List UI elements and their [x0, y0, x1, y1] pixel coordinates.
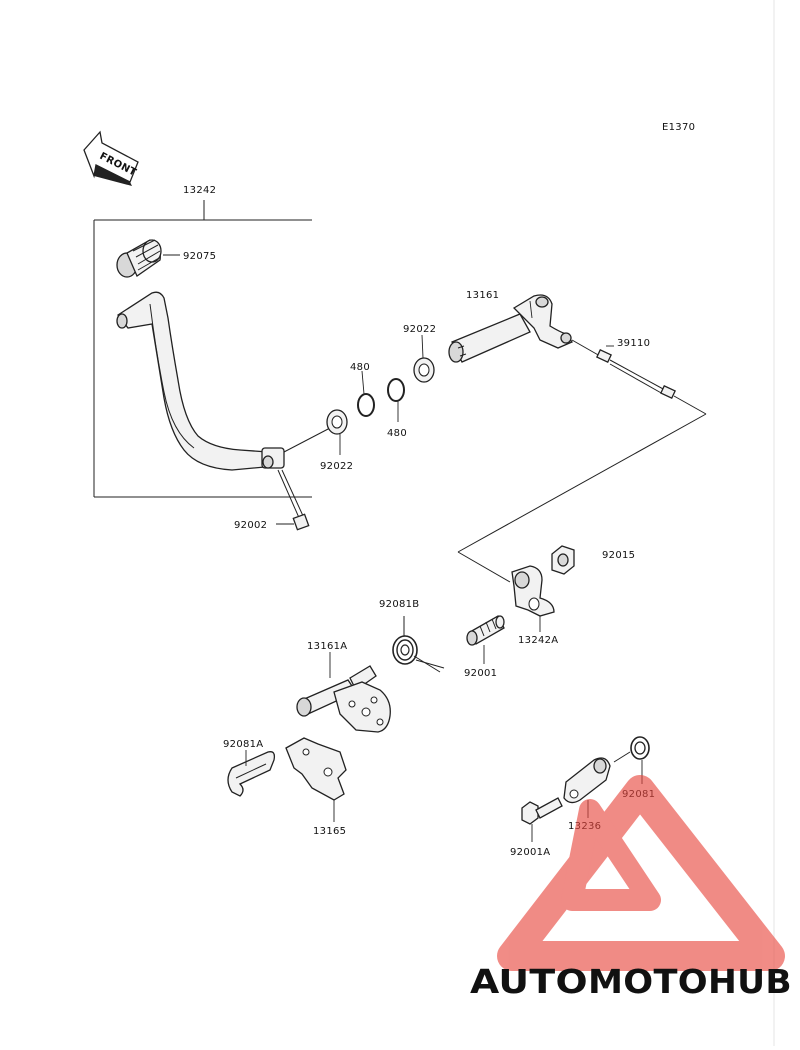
label-92002: 92002: [234, 520, 267, 531]
bolt-92001A: [521, 797, 563, 825]
label-480-b: 480: [387, 428, 407, 439]
circlip-480-a: [357, 393, 375, 417]
watermark-word-2: MOTO: [588, 962, 708, 1001]
guide-92081A: [227, 751, 276, 797]
shift-pedal: [116, 291, 285, 471]
label-92001: 92001: [464, 668, 497, 679]
nut-92015: [551, 545, 575, 575]
front-arrow-icon: FRONT: [83, 130, 139, 186]
label-13165: 13165: [313, 826, 346, 837]
washer-92022-lower: [326, 409, 348, 435]
part-labels: 13242 92075 13161 92022 39110 480 480 92…: [183, 185, 655, 858]
spring-92081B: [392, 616, 445, 673]
label-92081A: 92081A: [223, 739, 263, 750]
guide-line: [457, 413, 707, 553]
circlip-480-b: [387, 378, 405, 402]
label-480-a: 480: [350, 362, 370, 373]
label-92075: 92075: [183, 251, 216, 262]
diagram-code: E1370: [662, 122, 695, 133]
bolt-92002: [277, 469, 310, 531]
label-92015: 92015: [602, 550, 635, 561]
shift-shaft-13161: [448, 294, 574, 363]
shift-shaft-13161A: [296, 665, 391, 733]
label-13242: 13242: [183, 185, 216, 196]
footpeg-rubber: [116, 239, 162, 278]
label-13161: 13161: [466, 290, 499, 301]
tie-rod-39110: [571, 339, 707, 415]
label-39110: 39110: [617, 338, 650, 349]
spring-92081: [613, 736, 650, 763]
watermark-logo: [497, 775, 785, 971]
watermark-word-1: AUTO: [470, 962, 588, 1001]
watermark-text: AUTO MOTO HUB: [470, 962, 792, 1001]
label-92081B: 92081B: [379, 599, 419, 610]
lever-13236: [563, 757, 611, 804]
washer-92022-upper: [413, 357, 435, 383]
watermark-inner-triangle-icon: [561, 799, 661, 911]
lever-13242A: [511, 565, 555, 617]
label-92022-lower: 92022: [320, 461, 353, 472]
bolt-92001: [466, 615, 505, 646]
label-92022-upper: 92022: [403, 324, 436, 335]
pedal-bracket-lines: [93, 200, 312, 498]
guide-line-2: [457, 551, 511, 583]
label-92001A: 92001A: [510, 847, 550, 858]
label-13161A: 13161A: [307, 641, 347, 652]
watermark-word-3: HUB: [708, 962, 792, 1001]
plate-13165: [285, 737, 347, 801]
label-13242A: 13242A: [518, 635, 558, 646]
